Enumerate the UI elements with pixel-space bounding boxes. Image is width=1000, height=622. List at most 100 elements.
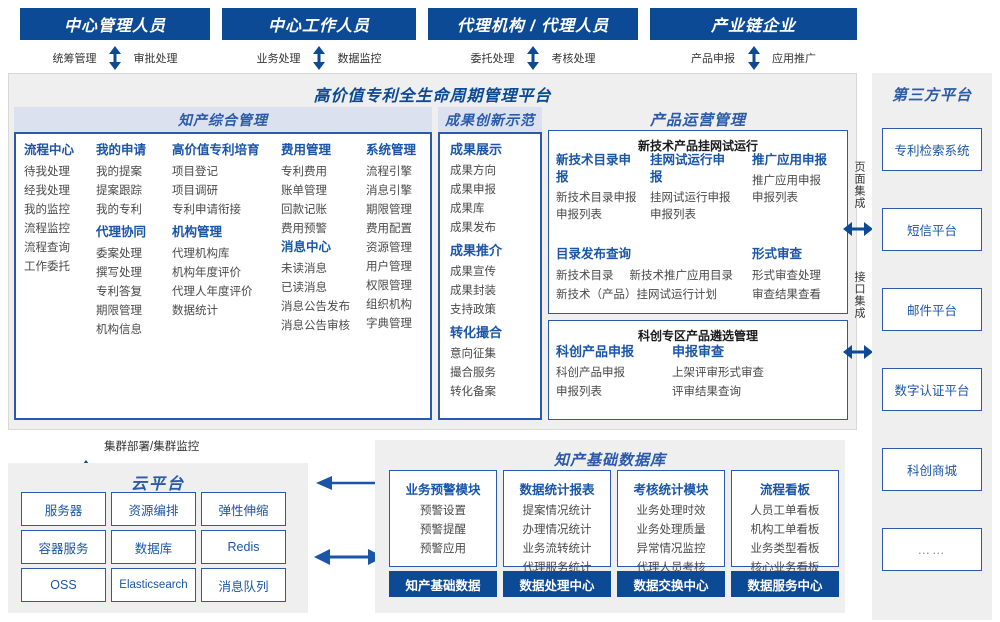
column-heading[interactable]: 申报审查 (672, 344, 725, 359)
database-footer-1[interactable]: 数据处理中心 (503, 571, 611, 597)
menu-item[interactable]: 期限管理 (366, 204, 412, 216)
menu-item[interactable]: 形式审查处理 (752, 270, 821, 282)
menu-item[interactable]: 消息引擎 (366, 185, 412, 197)
menu-item[interactable]: 代理机构库 (172, 248, 230, 260)
menu-item[interactable]: 流程查询 (24, 242, 70, 254)
menu-item[interactable]: 代理人年度评价 (172, 286, 253, 298)
column-heading[interactable]: 费用管理 (281, 143, 332, 157)
menu-item[interactable]: 账单管理 (281, 185, 327, 197)
menu-item[interactable]: 申报列表 (752, 192, 798, 204)
role-box-3[interactable]: 产业链企业 (650, 8, 857, 40)
menu-item[interactable]: 成果发布 (450, 222, 496, 234)
menu-item[interactable]: 工作委托 (24, 261, 70, 273)
column-heading[interactable]: 机构管理 (172, 225, 223, 239)
column-heading[interactable]: 目录发布查询 (556, 247, 632, 261)
column-heading[interactable]: 代理协同 (96, 225, 147, 239)
cloud-cell-4[interactable]: 数据库 (111, 530, 196, 564)
database-item[interactable]: 办理情况统计 (522, 524, 592, 536)
database-item[interactable]: 业务处理质量 (636, 524, 706, 536)
menu-item[interactable]: 机构信息 (96, 324, 142, 336)
menu-item[interactable]: 新技术推广应用目录 (629, 270, 734, 282)
menu-item[interactable]: 新技术（产品）挂网试运行计划 (556, 289, 717, 301)
menu-item[interactable]: 成果宣传 (450, 266, 496, 278)
menu-item[interactable]: 字典管理 (366, 318, 412, 330)
menu-item[interactable]: 项目调研 (172, 185, 218, 197)
menu-item[interactable]: 数据统计 (172, 305, 218, 317)
menu-item[interactable]: 组织机构 (366, 299, 412, 311)
menu-item[interactable]: 待我处理 (24, 166, 70, 178)
cloud-cell-3[interactable]: 容器服务 (21, 530, 106, 564)
menu-item[interactable]: 成果方向 (450, 165, 496, 177)
third-party-item-3[interactable]: 数字认证平台 (882, 368, 982, 411)
menu-item[interactable]: 新技术目录 (556, 270, 614, 282)
database-item[interactable]: 预警设置 (420, 505, 466, 517)
database-item[interactable]: 业务流转统计 (522, 543, 592, 555)
database-column-heading[interactable]: 业务预警模块 (405, 483, 481, 497)
column-heading[interactable]: 形式审查 (752, 247, 803, 261)
database-footer-0[interactable]: 知产基础数据 (389, 571, 497, 597)
database-footer-3[interactable]: 数据服务中心 (731, 571, 839, 597)
database-column-heading[interactable]: 考核统计模块 (633, 483, 709, 497)
menu-item[interactable]: 期限管理 (96, 305, 142, 317)
third-party-item-5[interactable]: …… (882, 528, 982, 571)
cloud-cell-7[interactable]: Elasticsearch (111, 568, 196, 602)
menu-item[interactable]: 撰写处理 (96, 267, 142, 279)
cloud-cell-6[interactable]: OSS (21, 568, 106, 602)
menu-item[interactable]: 撮合服务 (450, 367, 496, 379)
database-item[interactable]: 机构工单看板 (750, 524, 820, 536)
menu-item[interactable]: 挂网试运行申报 (650, 192, 731, 204)
menu-item[interactable]: 专利费用 (281, 166, 327, 178)
menu-item[interactable]: 申报列表 (556, 386, 602, 398)
database-item[interactable]: 业务处理时效 (636, 505, 706, 517)
column-heading[interactable]: 系统管理 (366, 143, 417, 157)
column-heading[interactable]: 推广应用申报 (752, 153, 828, 167)
column-heading[interactable]: 高价值专利培育 (172, 143, 260, 157)
column-heading[interactable]: 新技术目录申报 (556, 153, 632, 184)
menu-item[interactable]: 申报列表 (650, 209, 696, 221)
menu-item[interactable]: 流程监控 (24, 223, 70, 235)
menu-item[interactable]: 评审结果查询 (672, 386, 741, 398)
third-party-item-1[interactable]: 短信平台 (882, 208, 982, 251)
menu-item[interactable]: 未读消息 (281, 263, 327, 275)
database-item[interactable]: 预警提醒 (420, 524, 466, 536)
database-item[interactable]: 业务类型看板 (750, 543, 820, 555)
database-item[interactable]: 预警应用 (420, 543, 466, 555)
database-item[interactable]: 异常情况监控 (636, 543, 706, 555)
role-box-2[interactable]: 代理机构 / 代理人员 (428, 8, 638, 40)
menu-item[interactable]: 机构年度评价 (172, 267, 241, 279)
third-party-item-4[interactable]: 科创商城 (882, 448, 982, 491)
menu-item[interactable]: 回款记账 (281, 204, 327, 216)
role-box-0[interactable]: 中心管理人员 (20, 8, 210, 40)
menu-item[interactable]: 流程引擎 (366, 166, 412, 178)
menu-item[interactable]: 用户管理 (366, 261, 412, 273)
column-heading[interactable]: 我的申请 (96, 143, 147, 157)
column-heading[interactable]: 成果展示 (450, 142, 503, 157)
menu-item[interactable]: 转化备案 (450, 386, 496, 398)
menu-item[interactable]: 费用预警 (281, 223, 327, 235)
menu-item[interactable]: 我的专利 (96, 204, 142, 216)
column-heading[interactable]: 科创产品申报 (556, 344, 635, 359)
role-box-1[interactable]: 中心工作人员 (222, 8, 416, 40)
cloud-cell-0[interactable]: 服务器 (21, 492, 106, 526)
menu-item[interactable]: 权限管理 (366, 280, 412, 292)
menu-item[interactable]: 经我处理 (24, 185, 70, 197)
menu-item[interactable]: 支持政策 (450, 304, 496, 316)
menu-item[interactable]: 我的提案 (96, 166, 142, 178)
menu-item[interactable]: 消息公告审核 (281, 320, 350, 332)
menu-item[interactable]: 成果申报 (450, 184, 496, 196)
cloud-cell-1[interactable]: 资源编排 (111, 492, 196, 526)
menu-item[interactable]: 资源管理 (366, 242, 412, 254)
database-footer-2[interactable]: 数据交换中心 (617, 571, 725, 597)
menu-item[interactable]: 成果库 (450, 203, 485, 215)
menu-item[interactable]: 申报列表 (556, 209, 602, 221)
cloud-cell-2[interactable]: 弹性伸缩 (201, 492, 286, 526)
database-column-heading[interactable]: 数据统计报表 (519, 483, 595, 497)
column-heading[interactable]: 转化撮合 (450, 325, 503, 340)
menu-item[interactable]: 上架评审形式审查 (672, 367, 764, 379)
menu-item[interactable]: 已读消息 (281, 282, 327, 294)
cloud-cell-8[interactable]: 消息队列 (201, 568, 286, 602)
database-column-heading[interactable]: 流程看板 (759, 483, 810, 497)
database-item[interactable]: 人员工单看板 (750, 505, 820, 517)
column-heading[interactable]: 流程中心 (24, 143, 75, 157)
database-item[interactable]: 提案情况统计 (522, 505, 592, 517)
